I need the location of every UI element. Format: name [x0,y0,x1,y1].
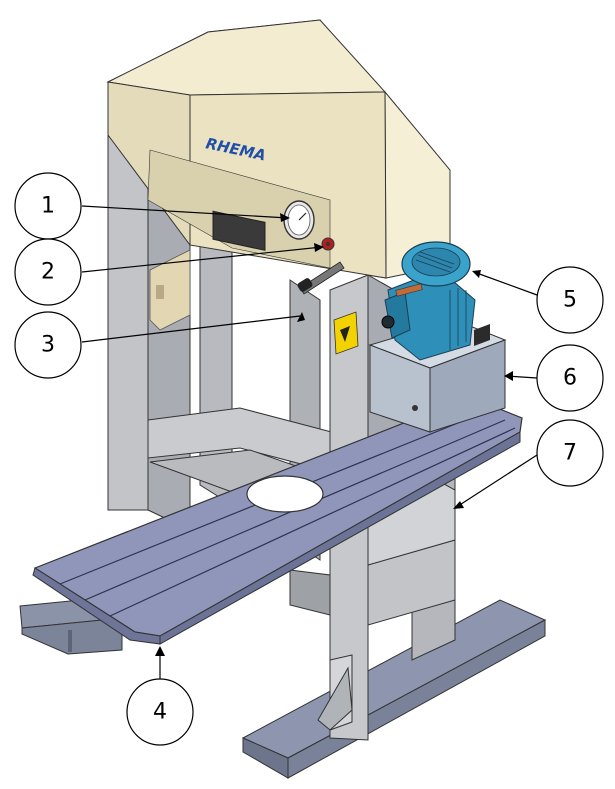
pressure-gauge [283,200,315,240]
callout-arrowheads [155,213,513,656]
svg-text:3: 3 [41,333,55,358]
side-placard [149,249,191,331]
control-knob [321,237,335,251]
callout-4: 4 [126,678,194,746]
right-base-foot [241,599,547,779]
callout-6: 6 [536,344,604,412]
svg-text:1: 1 [41,194,55,219]
svg-text:2: 2 [41,260,55,285]
head-housing: RHEMA [106,19,451,279]
svg-text:7: 7 [563,441,577,466]
svg-text:4: 4 [153,700,167,725]
electric-motor [381,241,476,361]
callout-5: 5 [536,266,604,334]
info-plate [212,210,266,251]
work-table [32,396,523,645]
callout-7: 7 [536,419,604,487]
table-hole [246,475,324,513]
warning-label [333,311,359,355]
svg-text:5: 5 [563,288,577,313]
callout-3: 3 [14,311,82,379]
control-lever [297,261,345,295]
callout-1: 1 [14,172,82,240]
callout-2: 2 [14,238,82,306]
svg-text:6: 6 [563,366,577,391]
